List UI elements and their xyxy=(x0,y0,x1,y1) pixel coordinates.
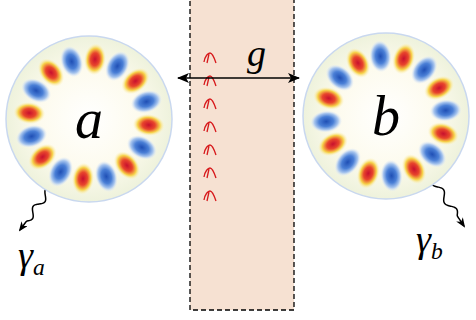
red-squiggles xyxy=(204,53,216,201)
mode-lobe xyxy=(314,127,353,161)
loss-rate-label: γb xyxy=(416,220,443,264)
squiggle xyxy=(204,191,216,201)
mode-lobe xyxy=(309,109,343,134)
squiggle xyxy=(204,99,216,109)
mode-lobe xyxy=(132,112,166,137)
mode-lobe xyxy=(57,43,87,80)
resonator-label: b xyxy=(372,88,400,144)
mode-lobe xyxy=(91,158,121,195)
mode-lobe xyxy=(368,39,393,73)
disk-outline xyxy=(6,36,172,202)
resonator-disk: b xyxy=(301,31,471,201)
squiggle xyxy=(204,168,216,178)
resonator-disk: a xyxy=(4,34,174,204)
squiggle xyxy=(204,122,216,132)
loss-rate-label: γa xyxy=(18,236,45,280)
mode-lobe xyxy=(420,71,459,105)
coupling-arrow xyxy=(178,77,299,79)
resonator-label: a xyxy=(75,91,103,147)
mode-lobe xyxy=(82,42,107,76)
mode-lobe xyxy=(397,150,431,189)
mode-lobe xyxy=(70,162,95,196)
squiggle xyxy=(204,145,216,155)
mode-lobe xyxy=(128,87,165,117)
mode-lobe xyxy=(13,121,50,151)
disk-outline xyxy=(303,33,469,199)
squiggle xyxy=(204,53,216,63)
coupling-region xyxy=(190,0,294,310)
coupling-label: g xyxy=(247,34,266,72)
mode-lobe xyxy=(12,100,46,125)
mode-lobe xyxy=(429,98,463,123)
mode-lobe xyxy=(379,159,404,193)
mode-lobe xyxy=(341,44,375,83)
